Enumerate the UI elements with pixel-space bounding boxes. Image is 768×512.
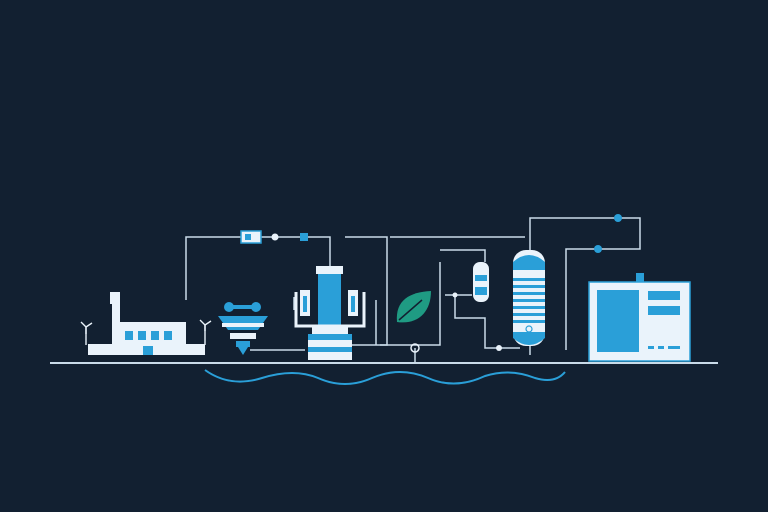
junction-dots <box>410 214 622 353</box>
reactor-icon <box>294 266 366 360</box>
turbine-icon <box>80 319 212 345</box>
cabinet-icon <box>588 273 691 362</box>
water-wave-icon <box>204 369 566 385</box>
factory-icon <box>88 292 205 355</box>
crusher-icon <box>218 302 268 355</box>
column-icon <box>513 250 545 346</box>
leaf-icon <box>396 291 431 323</box>
pipe-network <box>185 217 641 362</box>
meter-icon <box>240 230 308 244</box>
filter-icon <box>473 262 489 302</box>
